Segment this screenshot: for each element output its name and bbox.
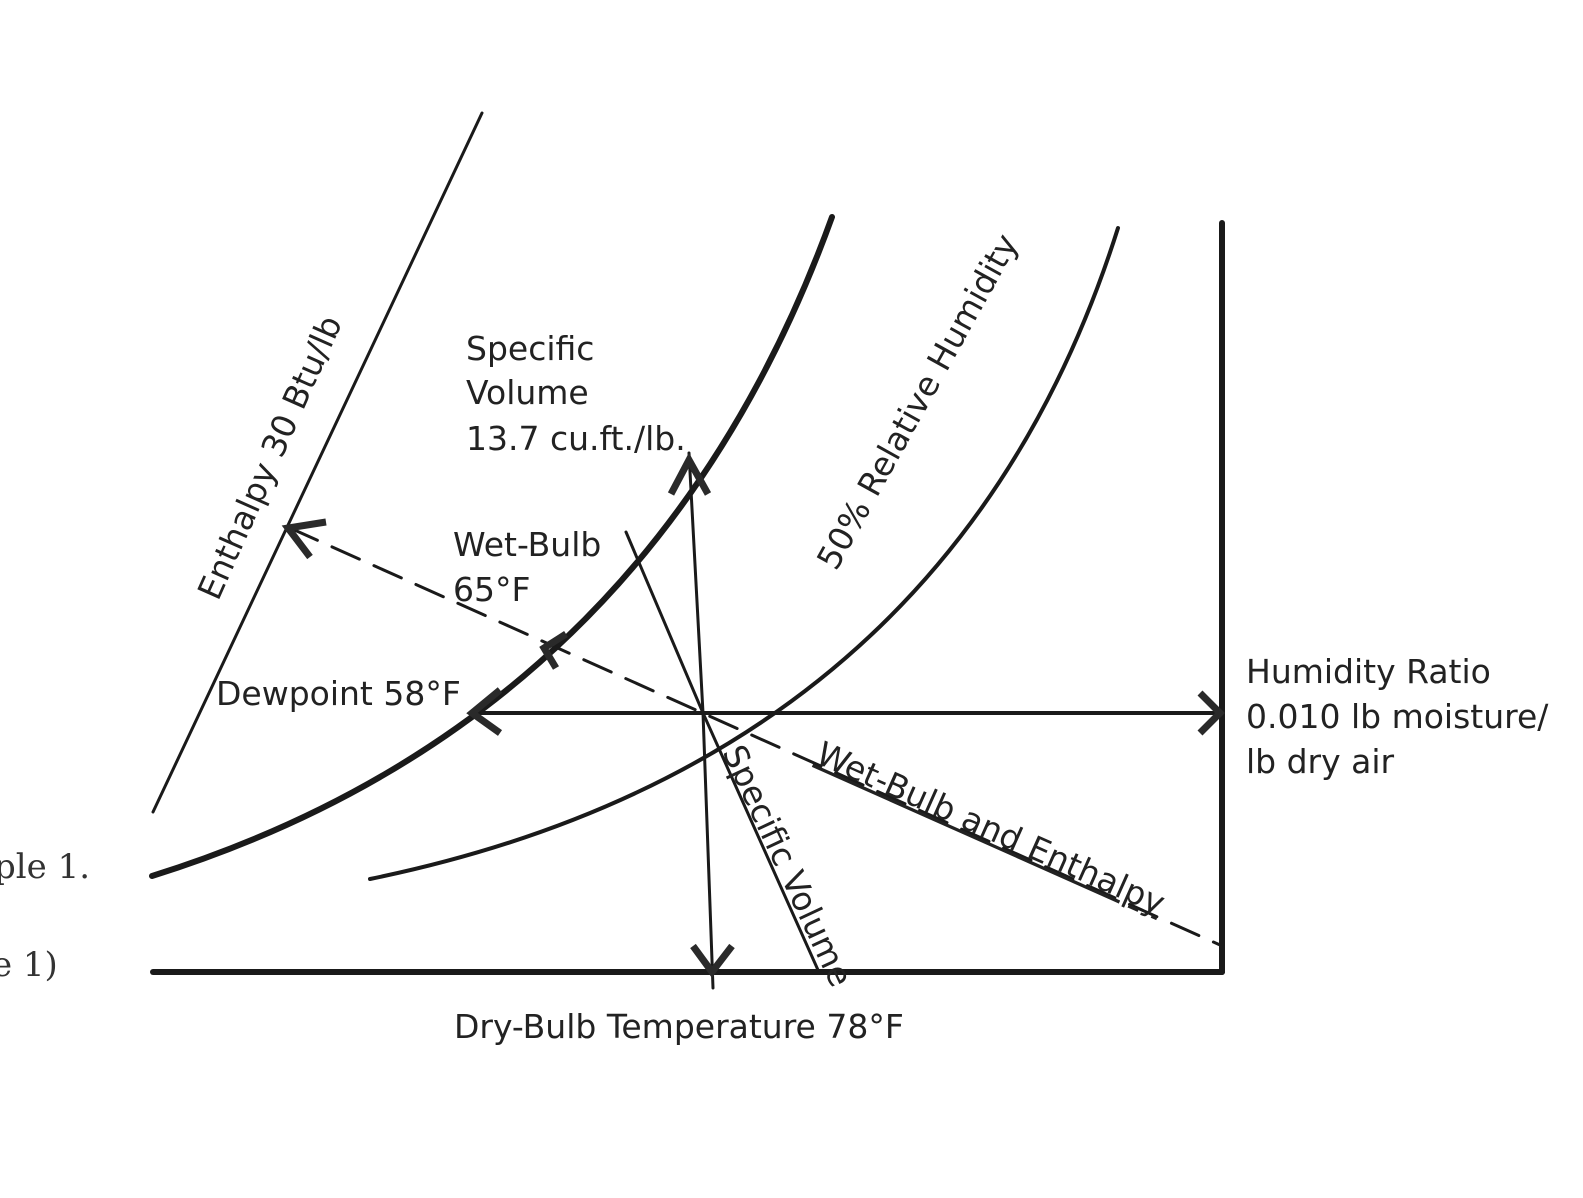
wet-bulb-enthalpy-label: Wet-Bulb and Enthalpy: [811, 734, 1171, 923]
dewpoint-arrowhead: [466, 687, 503, 736]
specific-volume-title-line1: Specific: [466, 329, 594, 368]
specific-volume-lead-line: [687, 451, 705, 715]
specific-volume-line: [701, 711, 820, 972]
humidity-ratio-line3: lb dry air: [1246, 742, 1395, 781]
dry-bulb-line: [701, 711, 715, 990]
humidity-ratio-line2: 0.010 lb moisture/: [1246, 697, 1549, 736]
margin-text-2: e 1): [0, 945, 58, 985]
specific-volume-title-line3: 13.7 cu.ft./lb.: [466, 419, 686, 458]
wet-bulb-enthalpy-line: [288, 526, 1222, 947]
humidity-ratio-arrowhead: [1197, 690, 1225, 736]
wet-bulb-line: [624, 530, 705, 715]
relative-humidity-label: 50% Relative Humidity: [809, 227, 1026, 576]
dry-bulb-arrowhead: [690, 943, 735, 978]
specific-volume-title-line2: Volume: [466, 373, 589, 412]
wet-bulb-title-line1: Wet-Bulb: [453, 525, 601, 564]
saturation-curve: [149, 214, 835, 879]
enthalpy-arrowhead: [281, 518, 327, 560]
dry-bulb-label: Dry-Bulb Temperature 78°F: [454, 1007, 904, 1046]
dewpoint-label: Dewpoint 58°F: [216, 674, 461, 713]
relative-humidity-curve: [368, 226, 1120, 881]
wet-bulb-arrowhead: [539, 631, 568, 670]
wet-bulb-title-line2: 65°F: [453, 570, 530, 609]
margin-text-1: ple 1.: [0, 847, 90, 887]
enthalpy-line: [151, 111, 484, 814]
specific-volume-arrowhead: [667, 452, 712, 496]
humidity-ratio-line1: Humidity Ratio: [1246, 652, 1491, 691]
